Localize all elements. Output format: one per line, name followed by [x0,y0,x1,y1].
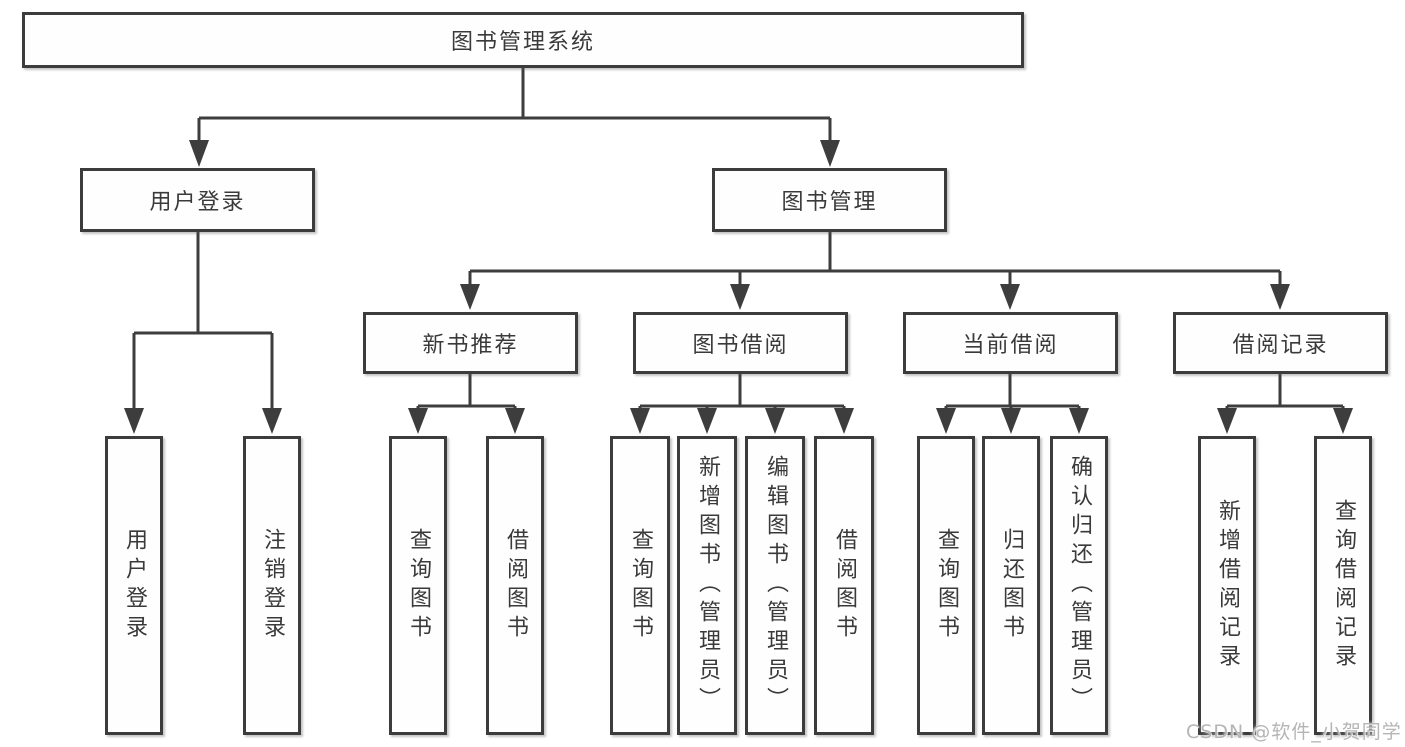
leaf-confirm-return-admin-label: 确认归还（管理员） [1067,455,1092,716]
node-new-book-recommend: 新书推荐 [363,312,578,374]
node-root-label: 图书管理系统 [450,30,595,55]
connector-root-to-level2 [189,68,840,167]
leaf-user-login: 用户登录 [105,436,163,735]
leaf-add-book-admin: 新增图书（管理员） [677,436,737,735]
leaf-borrow-book-recommend: 借阅图书 [486,436,544,735]
leaf-logout-label: 注销登录 [260,527,285,644]
leaf-query-book-current: 查询图书 [917,436,975,735]
connector-new-book-recommend-to-leaves [408,374,525,434]
leaf-add-borrow-record: 新增借阅记录 [1198,436,1256,735]
node-root: 图书管理系统 [22,12,1024,68]
node-current-borrow: 当前借阅 [903,312,1118,374]
leaf-query-borrow-record-label: 查询借阅记录 [1331,498,1356,673]
leaf-borrow-book-recommend-label: 借阅图书 [503,527,528,644]
leaf-query-book-borrow-label: 查询图书 [628,527,653,644]
leaf-add-book-admin-label: 新增图书（管理员） [695,455,720,716]
leaf-query-book-current-label: 查询图书 [934,527,959,644]
leaf-return-book: 归还图书 [982,436,1040,735]
node-borrow-records: 借阅记录 [1173,312,1388,374]
node-book-management-label: 图书管理 [781,190,878,215]
leaf-confirm-return-admin: 确认归还（管理员） [1050,436,1108,735]
leaf-borrow-book-borrow-label: 借阅图书 [832,527,857,644]
leaf-query-book-borrow: 查询图书 [610,436,670,735]
connector-book-management-to-level3 [460,232,1290,310]
node-user-login-label: 用户登录 [149,190,246,215]
node-user-login: 用户登录 [80,168,315,232]
leaf-return-book-label: 归还图书 [999,527,1024,644]
leaf-user-login-label: 用户登录 [122,527,147,644]
node-book-management: 图书管理 [712,168,947,232]
connector-book-borrow-to-leaves [630,374,854,434]
connector-user-login-to-leaves [124,232,282,434]
node-book-borrow: 图书借阅 [633,312,848,374]
node-new-book-recommend-label: 新书推荐 [422,333,519,358]
leaf-query-borrow-record: 查询借阅记录 [1314,436,1372,735]
connector-current-borrow-to-leaves [936,374,1089,434]
leaf-edit-book-admin-label: 编辑图书（管理员） [763,455,788,716]
node-book-borrow-label: 图书借阅 [692,333,789,358]
watermark: CSDN @软件_小贺同学 [1186,721,1402,743]
leaf-borrow-book-borrow: 借阅图书 [814,436,874,735]
leaf-add-borrow-record-label: 新增借阅记录 [1215,498,1240,673]
node-borrow-records-label: 借阅记录 [1232,333,1329,358]
leaf-logout: 注销登录 [243,436,301,735]
leaf-edit-book-admin: 编辑图书（管理员） [745,436,805,735]
connector-borrow-records-to-leaves [1217,374,1353,434]
leaf-query-book-recommend-label: 查询图书 [406,527,431,644]
leaf-query-book-recommend: 查询图书 [389,436,447,735]
node-current-borrow-label: 当前借阅 [962,333,1059,358]
